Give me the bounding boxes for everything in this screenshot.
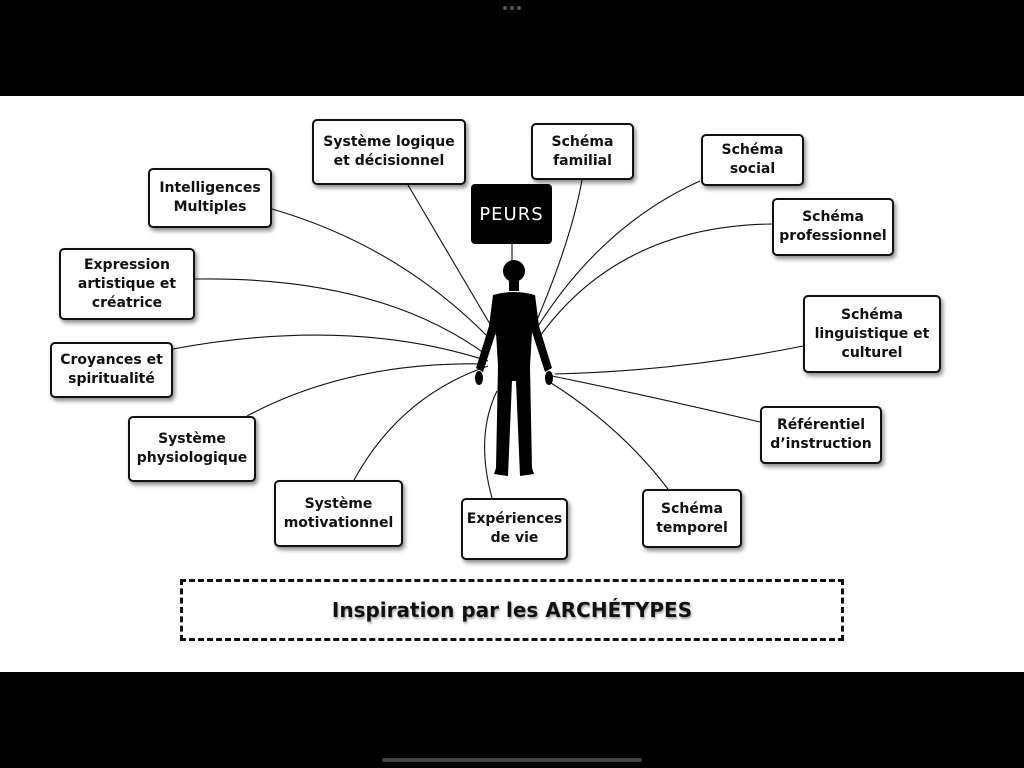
- link-expression: [194, 278, 489, 357]
- node-label: Schéma linguistique et culturel: [814, 306, 930, 361]
- node-schema-temporel: Schéma temporel: [642, 489, 742, 548]
- node-intelligences-multiples: Intelligences Multiples: [148, 168, 272, 228]
- link-systeme-logique: [407, 184, 498, 337]
- node-referentiel-instruction: Référentiel d’instruction: [760, 406, 882, 464]
- human-silhouette: [475, 260, 553, 476]
- node-label: Schéma familial: [551, 133, 614, 169]
- node-label: Expression artistique et créatrice: [77, 256, 177, 311]
- node-expression-artistique: Expression artistique et créatrice: [59, 248, 195, 320]
- home-indicator[interactable]: [382, 758, 642, 762]
- node-schema-linguistique: Schéma linguistique et culturel: [803, 295, 941, 373]
- connector-layer: [172, 179, 804, 499]
- node-systeme-physiologique: Système physiologique: [128, 416, 256, 482]
- link-schema-social: [534, 180, 701, 332]
- node-label: Référentiel d’instruction: [770, 417, 872, 452]
- link-experiences: [484, 390, 498, 499]
- node-croyances-spiritualite: Croyances et spiritualité: [50, 342, 173, 398]
- node-label: Croyances et spiritualité: [60, 352, 163, 387]
- link-schema-familial: [529, 179, 583, 337]
- link-schema-professionnel: [539, 223, 773, 337]
- node-label: Schéma social: [721, 142, 784, 177]
- node-label: Système motivationnel: [283, 495, 394, 531]
- link-schema-temporel: [547, 380, 669, 490]
- link-intelligences: [271, 208, 493, 342]
- node-label: Expériences de vie: [466, 511, 563, 546]
- link-croyances: [172, 334, 489, 362]
- link-systeme-motivationnel: [353, 365, 489, 481]
- node-schema-familial: Schéma familial: [531, 123, 634, 180]
- link-systeme-physiologique: [246, 363, 487, 417]
- window-dots: [503, 6, 521, 10]
- node-label: Schéma temporel: [656, 500, 728, 536]
- node-label: Système physiologique: [136, 431, 248, 466]
- link-schema-linguistique: [554, 345, 804, 375]
- slide: PEURS Système logique et décisionnel Sch…: [0, 96, 1024, 672]
- center-fears-label: PEURS: [479, 203, 544, 225]
- node-schema-social: Schéma social: [701, 134, 804, 186]
- node-label: Schéma professionnel: [779, 209, 887, 244]
- node-label: Intelligences Multiples: [159, 180, 261, 215]
- link-referentiel: [551, 375, 761, 423]
- banner-title: Inspiration par les ARCHÉTYPES: [180, 579, 844, 641]
- node-systeme-logique: Système logique et décisionnel: [312, 119, 466, 185]
- node-label: Système logique et décisionnel: [323, 134, 455, 169]
- node-systeme-motivationnel: Système motivationnel: [274, 480, 403, 547]
- node-experiences-de-vie: Expériences de vie: [461, 498, 568, 560]
- center-fears-box: PEURS: [471, 184, 552, 244]
- banner-title-text: Inspiration par les ARCHÉTYPES: [331, 598, 693, 622]
- node-schema-professionnel: Schéma professionnel: [772, 198, 894, 256]
